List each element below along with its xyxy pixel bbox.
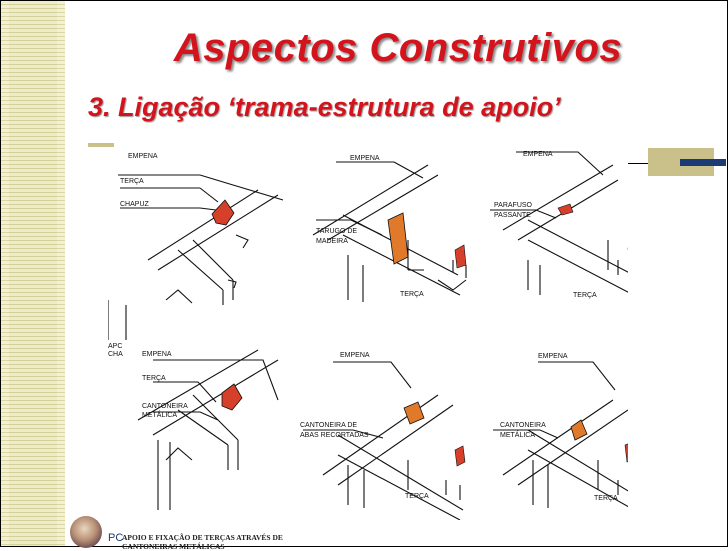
institution-seal-icon <box>70 516 102 548</box>
label-parafuso-1: PARAFUSO <box>494 202 533 209</box>
footer-pc-label: PC <box>108 532 124 544</box>
label-empena-6: EMPENA <box>538 353 568 360</box>
decorative-stripes <box>9 1 57 546</box>
sketch-panel-1 <box>108 174 284 340</box>
label-metalica-2: METÁLICA <box>500 430 535 439</box>
label-empena-2: EMPENA <box>350 155 380 162</box>
label-terca-1: TERÇA <box>120 178 144 185</box>
highlight-marks <box>211 199 628 467</box>
label-empena-5: EMPENA <box>340 352 370 359</box>
label-terca-6: TERÇA <box>594 495 618 502</box>
label-cantoneira-1: CANTONEIRA <box>142 403 188 410</box>
decorative-left-bar <box>1 1 65 546</box>
label-empena-1: EMPENA <box>128 153 158 160</box>
slide-subtitle: 3. Ligação ‘trama-estrutura de apoio’ <box>88 92 561 122</box>
sketch-panel-3 <box>490 151 628 295</box>
label-cantoneira-2: CANTONEIRA <box>500 422 546 429</box>
accent-rule <box>628 163 648 164</box>
label-terca-4: TERÇA <box>142 375 166 382</box>
footer-caption: APOIO E FIXAÇÃO DE TERÇAS ATRAVÉS DE CAN… <box>122 533 382 551</box>
label-metalica-1: METÁLICA <box>142 410 177 419</box>
accent-bar-blue <box>680 159 726 166</box>
label-tarugo-2: MADEIRA <box>316 238 348 245</box>
label-terca-5: TERÇA <box>405 493 429 500</box>
sketch-labels: EMPENA TERÇA CHAPUZ EMPENA TARUGO DE MAD… <box>108 151 618 502</box>
label-terca-3: TERÇA <box>573 292 597 299</box>
label-apc: APC <box>108 343 122 350</box>
sketch-panel-6 <box>493 361 628 508</box>
label-parafuso-2: PASSANTE <box>494 212 531 219</box>
footer-caption-line1: APOIO E FIXAÇÃO DE TERÇAS ATRAVÉS DE <box>122 533 283 542</box>
label-tarugo-1: TARUGO DE <box>316 228 357 235</box>
sketch-panel-4 <box>137 349 279 510</box>
label-cantoneira-de: CANTONEIRA DE <box>300 422 357 429</box>
sketch-panel-5 <box>303 361 464 520</box>
label-empena-4: EMPENA <box>142 351 172 358</box>
sketch-panel-2 <box>312 161 467 302</box>
label-abas-recortadas: ABAS RECORTADAS <box>300 432 369 439</box>
label-chapuz: CHAPUZ <box>120 201 150 208</box>
label-empena-3: EMPENA <box>523 151 553 158</box>
accent-bar-left <box>88 143 114 147</box>
slide-title: Aspectos Construtivos <box>173 26 623 70</box>
label-cha: CHA <box>108 351 123 358</box>
label-terca-2: TERÇA <box>400 291 424 298</box>
construction-sketch: EMPENA TERÇA CHAPUZ EMPENA TARUGO DE MAD… <box>108 151 628 520</box>
